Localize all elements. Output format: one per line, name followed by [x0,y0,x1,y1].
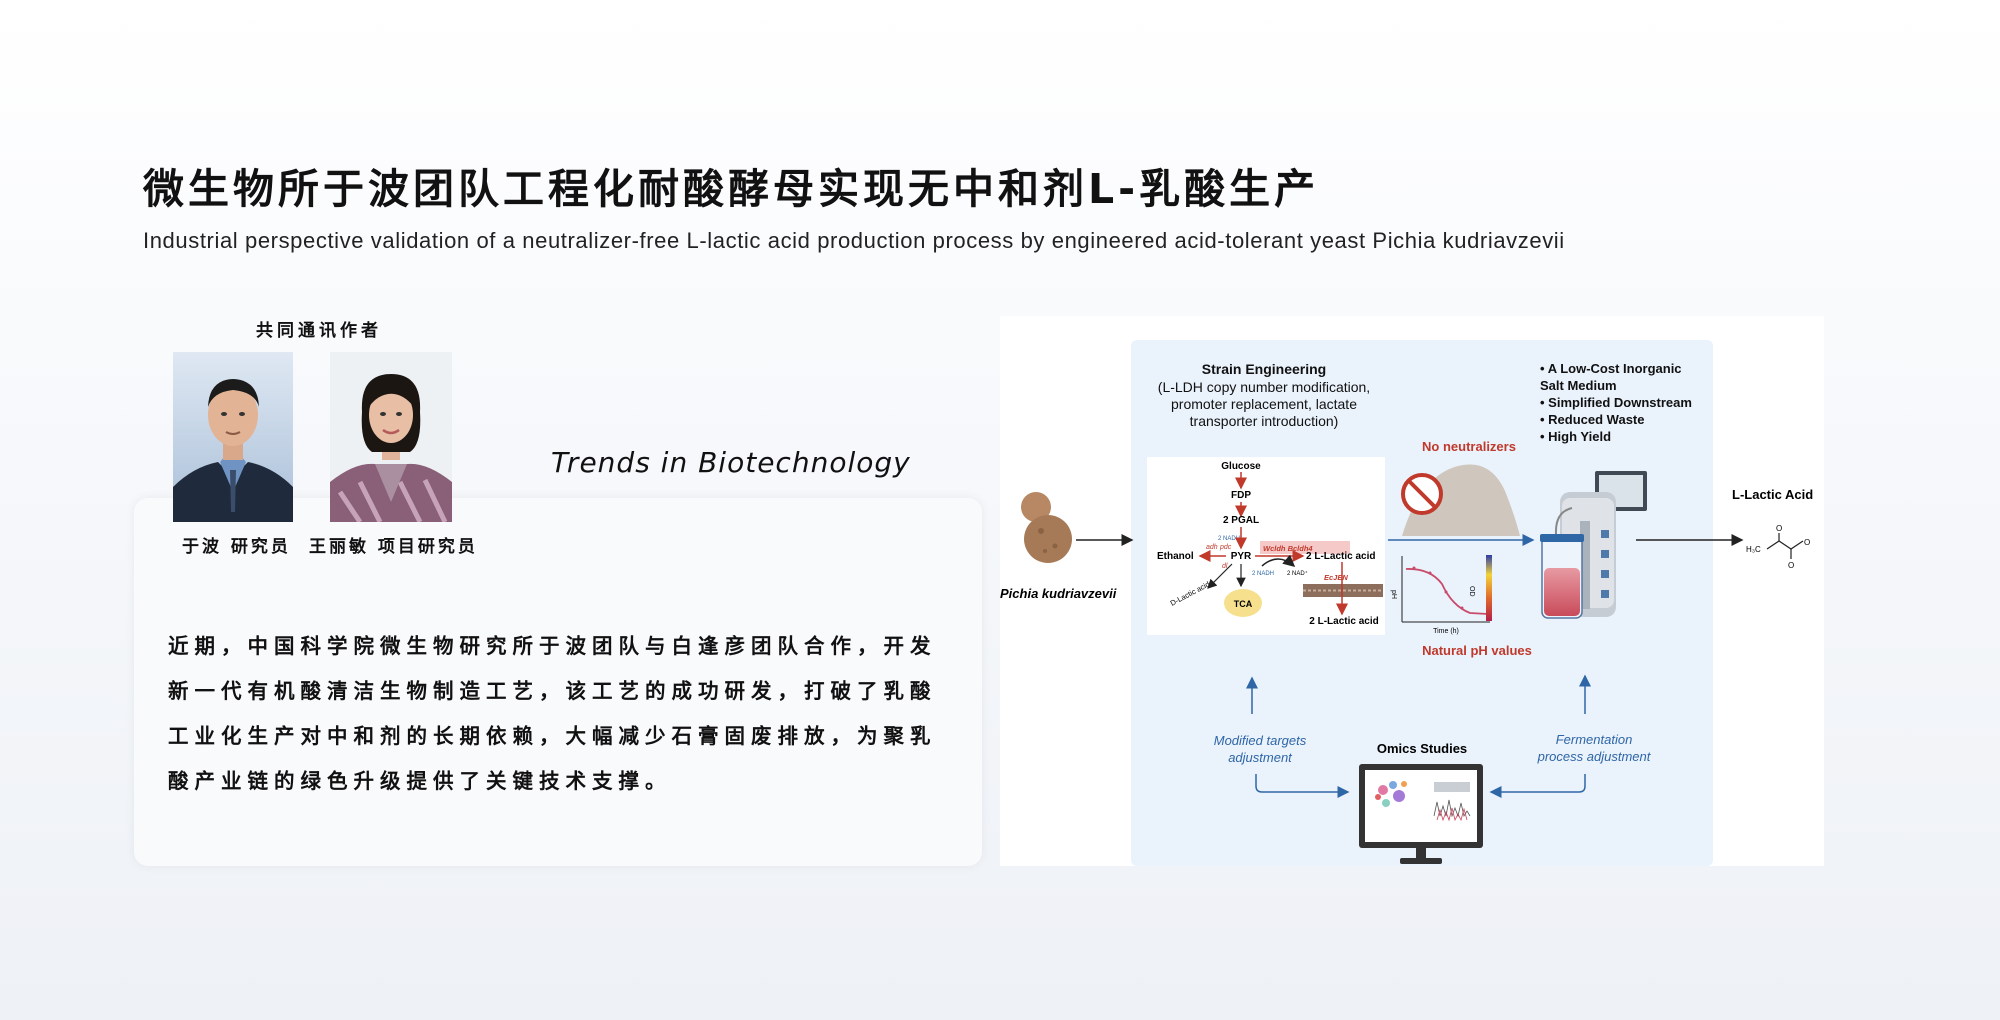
portrait-2-image [330,352,452,522]
svg-text:H₃C: H₃C [1746,545,1761,554]
svg-text:• Reduced Waste: • Reduced Waste [1540,412,1645,427]
svg-text:Salt Medium: Salt Medium [1540,378,1617,393]
author-name-2: 王丽敏 项目研究员 [309,537,478,557]
bioreactor-icon [1540,471,1647,619]
modified-targets-label-1: Modified targets [1214,733,1307,748]
dl-label: dl [1222,563,1228,570]
lactic-acid-label-1: 2 L-Lactic acid [1306,551,1375,562]
strain-subtitle-1: (L-LDH copy number modification, [1158,379,1370,395]
omics-monitor-icon [1359,764,1483,864]
yeast-cell-icon [1021,492,1072,563]
svg-text:O: O [1804,538,1810,547]
graphical-abstract: Strain Engineering (L-LDH copy number mo… [1000,316,1824,866]
pyr-label: PYR [1231,551,1252,562]
omics-label: Omics Studies [1377,741,1467,756]
time-axis-label: Time (h) [1433,628,1459,635]
organism-label: Pichia kudriavzevii [1000,586,1117,601]
author-photo-2 [330,352,452,522]
nadh-label-2: 2 NADH [1252,571,1274,577]
nadh-label-1: 2 NADH [1218,536,1240,542]
text-card [134,498,982,866]
graphical-abstract-svg: Strain Engineering (L-LDH copy number mo… [1000,340,1813,866]
strain-subtitle-2: promoter replacement, lactate [1171,396,1357,412]
transporter-label: EcJEN [1324,573,1348,582]
strain-title: Strain Engineering [1202,361,1326,377]
ethanol-label: Ethanol [1157,551,1194,562]
modified-targets-label-2: adjustment [1228,750,1293,765]
author-photo-1 [173,352,293,522]
tca-cycle [1224,589,1262,617]
page-title-cn: 微生物所于波团队工程化耐酸酵母实现无中和剂L-乳酸生产 [143,165,1320,213]
svg-text:O: O [1776,524,1782,533]
enzyme-highlight [1260,541,1350,554]
lactic-acid-structure: H₃C O O O [1746,524,1810,570]
ph-axis-label: pH [1390,590,1397,599]
product-label: L-Lactic Acid [1732,487,1813,502]
ph-curve-chart: Time (h) pH OD [1390,555,1492,635]
pdc-label: pdc [1219,544,1232,551]
svg-text:• High Yield: • High Yield [1540,429,1611,444]
fdp-label: FDP [1231,490,1251,501]
body-paragraph: 近期，中国科学院微生物研究所于波团队与白逢彦团队合作，开发新一代有机酸清洁生物制… [168,634,937,793]
tca-label: TCA [1234,599,1253,609]
strain-subtitle-3: transporter introduction) [1190,413,1339,429]
authors-label: 共同通讯作者 [256,321,382,341]
author-name-1: 于波 研究员 [182,537,291,557]
lactic-acid-label-2: 2 L-Lactic acid [1309,616,1378,627]
portrait-1-image [173,352,293,522]
svg-text:• Simplified Downstream: • Simplified Downstream [1540,395,1692,410]
nad-label: 2 NAD⁺ [1287,570,1308,577]
no-neutralizers-label: No neutralizers [1422,439,1516,454]
glucose-label: Glucose [1221,461,1261,472]
journal-name: Trends in Biotechnology [551,446,911,479]
fermentation-label-1: Fermentation [1556,732,1633,747]
benefits-list: • A Low-Cost Inorganic Salt Medium • Sim… [1540,361,1692,444]
adh-label: adh [1206,544,1218,551]
pgal-label: 2 PGAL [1223,515,1259,526]
enzyme-label: Wcldh Bcldh4 [1263,544,1313,553]
page-title-en: Industrial perspective validation of a n… [143,228,1565,253]
svg-text:O: O [1788,561,1794,570]
od-axis-label: OD [1468,586,1475,597]
svg-text:• A Low-Cost Inorganic: • A Low-Cost Inorganic [1540,361,1682,376]
fermentation-label-2: process adjustment [1537,749,1652,764]
natural-ph-label: Natural pH values [1422,643,1532,658]
